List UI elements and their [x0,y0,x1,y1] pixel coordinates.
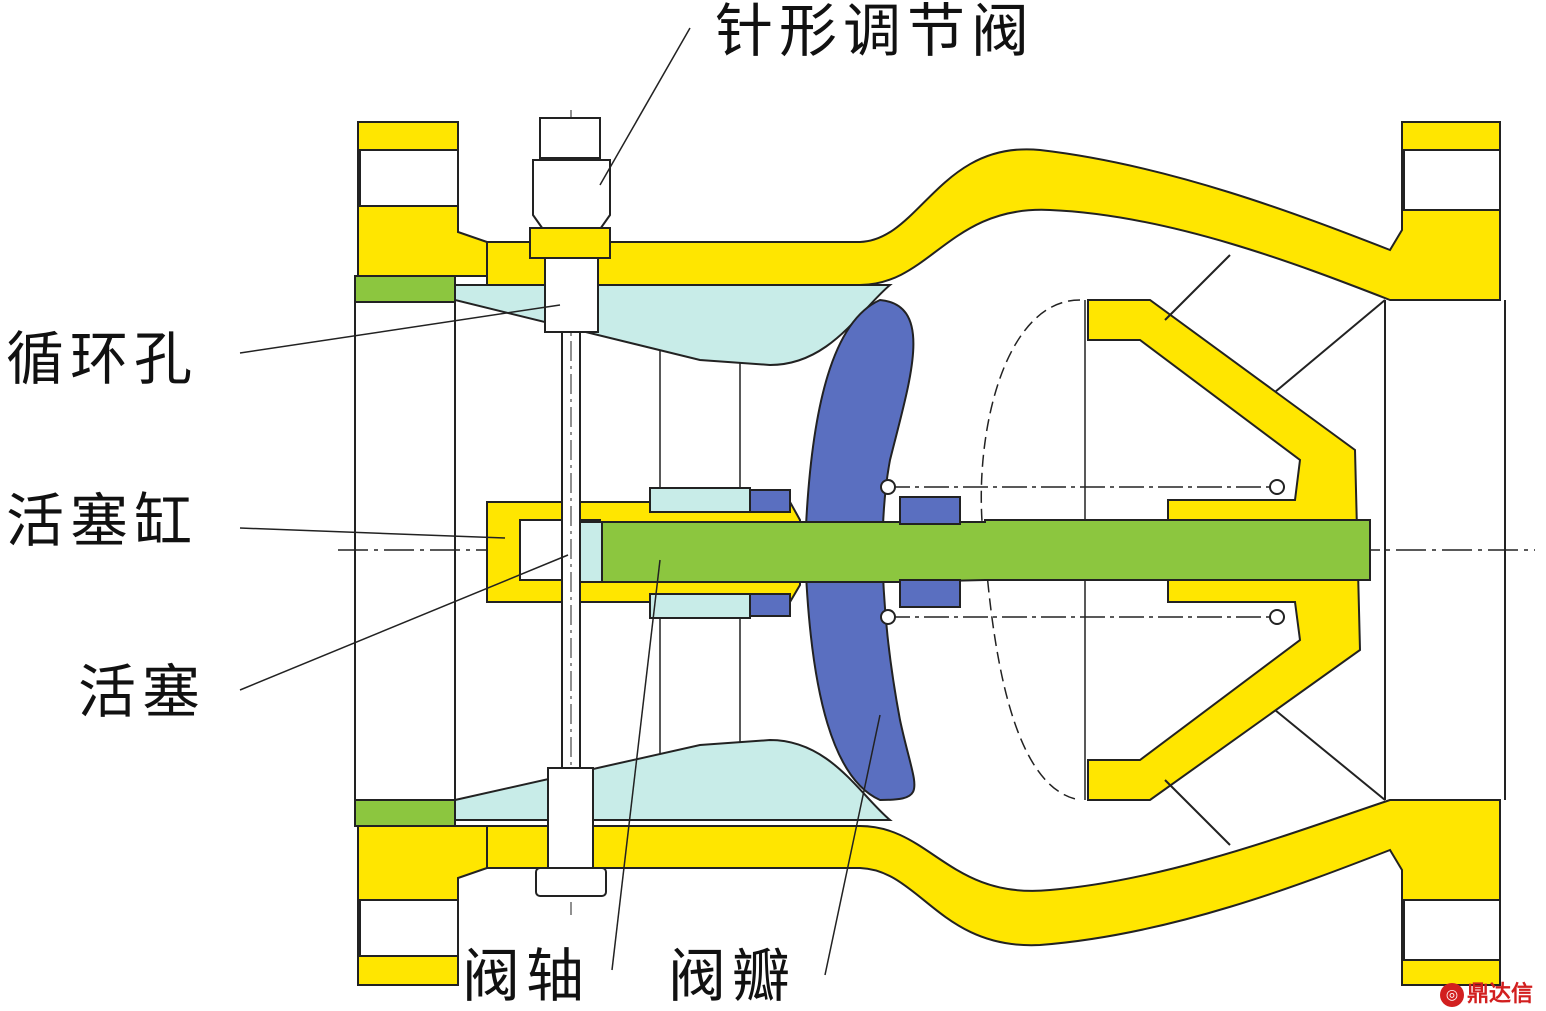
label-circulation-hole: 循环孔 [6,325,199,393]
valve-shaft [599,519,1371,583]
needle-valve-cap [539,117,601,159]
label-needle-valve: 针形调节阀 [715,0,1036,65]
bottom-plug [547,767,594,869]
shaft-nut [749,489,791,513]
bottom-plug-nut [535,867,607,897]
valve-body-upper-wall [486,121,1501,301]
bolt-hole-left-top [359,149,459,207]
guide-bushing [649,593,751,619]
label-piston: 活塞 [78,658,207,726]
shaft-nut [899,579,961,608]
support-rib [1274,709,1386,801]
leader-piston [239,554,569,691]
guide-bushing [649,487,751,513]
watermark-icon: ◎ [1440,983,1464,1007]
bolt-hole-right-top [1403,149,1501,211]
bolt-hole-right-bottom [1403,899,1501,961]
leader-valve-shaft [611,559,661,971]
leader-needle-valve [599,27,691,186]
label-valve-shaft: 阀轴 [462,942,591,1010]
leader-circulation-hole [239,304,561,354]
support-rib [1164,254,1231,321]
label-valve-disc: 阀瓣 [668,942,797,1010]
support-rib [1164,779,1231,846]
bolt-hole-left-bottom [359,899,459,957]
watermark-logo: ◎鼎达信 [1440,976,1533,1008]
valve-body-lower-wall [486,799,1501,986]
seat-liner-bottom [354,799,456,827]
seat-liner-top [354,275,456,303]
pin-circle [880,609,896,625]
leader-valve-disc [824,714,881,976]
shaft-nut [899,496,961,525]
pin-circle [1269,609,1285,625]
leader-piston-cylinder [239,527,506,539]
pin-circle [880,479,896,495]
support-rib [1274,299,1386,393]
watermark-text: 鼎达信 [1467,982,1534,1007]
flow-chamber-top [454,284,893,367]
pin-circle [1269,479,1285,495]
needle-valve-fitting [529,227,611,259]
label-piston-cylinder: 活塞缸 [6,487,199,555]
flow-chamber-bottom [454,738,893,821]
shaft-nut [749,593,791,617]
